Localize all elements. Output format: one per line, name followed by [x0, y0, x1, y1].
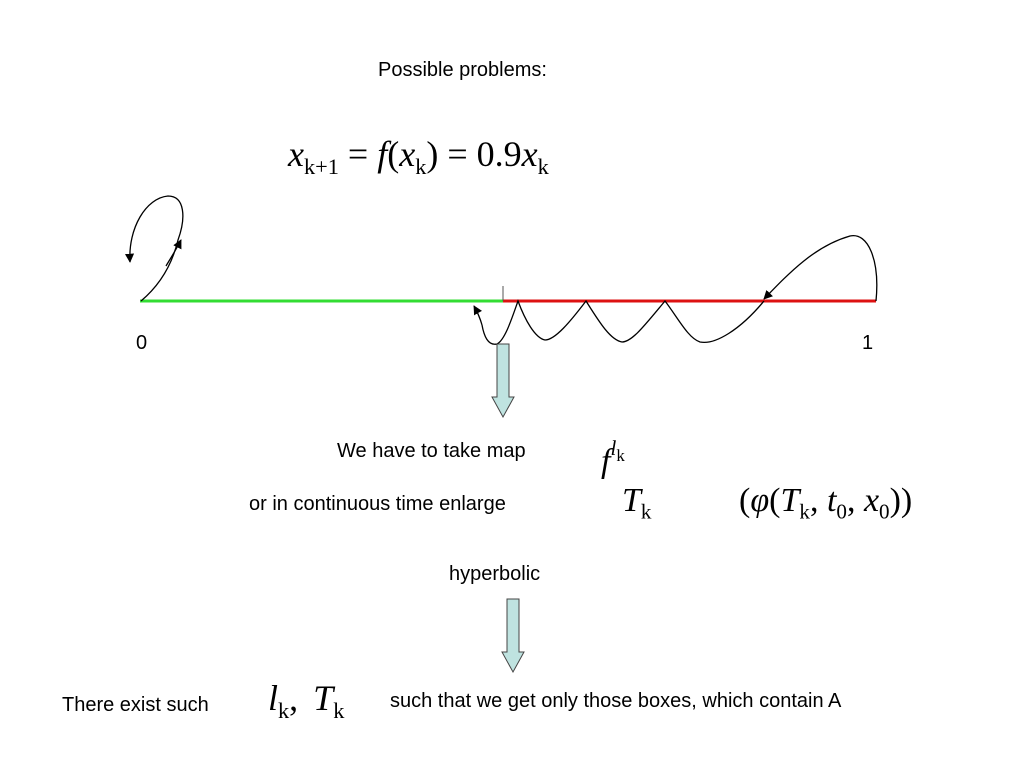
axis-label-one: 1 [862, 332, 874, 354]
time-enlarge: Tk [622, 482, 652, 524]
such-that-text: such that we get only those boxes, which… [390, 690, 842, 712]
fixed-point-loop [124, 195, 184, 302]
flow-expression: (φ(Tk, t0, x0)) [739, 482, 913, 524]
return-loop [763, 235, 878, 302]
continuous-text: or in continuous time enlarge [249, 493, 506, 515]
iterate-arrow [473, 305, 483, 326]
there-exist-text: There exist such [62, 694, 209, 716]
hyperbolic-label: hyperbolic [449, 563, 541, 585]
page-title: Possible problems: [378, 59, 547, 81]
fixed-point-loop-arrow [165, 239, 182, 267]
map-equation: xk+1 = f(xk) = 0.9xk [288, 134, 549, 179]
exist-symbols: lk, Tk [268, 678, 345, 723]
axis-label-zero: 0 [136, 332, 148, 354]
iterate-bounces [481, 299, 765, 345]
down-arrow-1 [491, 343, 515, 419]
down-arrow-2 [501, 598, 525, 674]
map-text: We have to take map [337, 440, 526, 462]
iterated-map: flk [601, 436, 625, 480]
